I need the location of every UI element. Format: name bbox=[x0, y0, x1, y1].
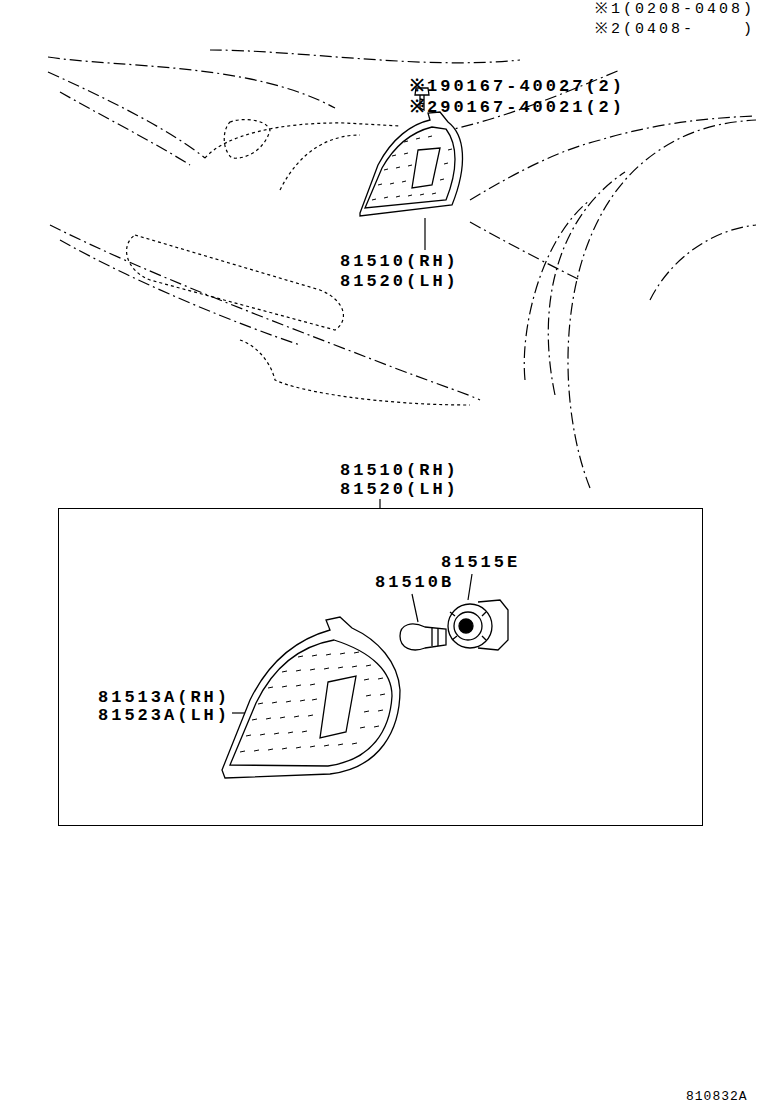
part-number: 81510(RH) bbox=[340, 253, 459, 271]
applicability-note: ※2(0408- ) bbox=[595, 21, 755, 39]
applicability-note: ※1(0208-0408) bbox=[595, 1, 755, 19]
assembly-box: 81510(RH) 81520(LH) bbox=[58, 508, 703, 826]
part-number: ※190167-40027(2) bbox=[410, 78, 625, 96]
part-number: ※290167-40021(2) bbox=[410, 99, 625, 117]
car-body-outline bbox=[48, 50, 756, 488]
part-number: 81523A(LH) bbox=[98, 707, 230, 725]
part-number: 81520(LH) bbox=[340, 273, 459, 291]
bulb-symbol bbox=[400, 624, 446, 650]
socket-symbol bbox=[448, 600, 508, 650]
assembly-part-number: 81510(RH) 81520(LH) bbox=[340, 461, 468, 499]
part-number: 81510B bbox=[375, 574, 454, 592]
illustration-code: 810832A bbox=[686, 1088, 748, 1106]
corner-lamp-lens bbox=[222, 617, 400, 778]
corner-lamp-installed bbox=[360, 112, 463, 216]
part-number: 81515E bbox=[441, 554, 520, 572]
part-number: 81513A(RH) bbox=[98, 689, 230, 707]
